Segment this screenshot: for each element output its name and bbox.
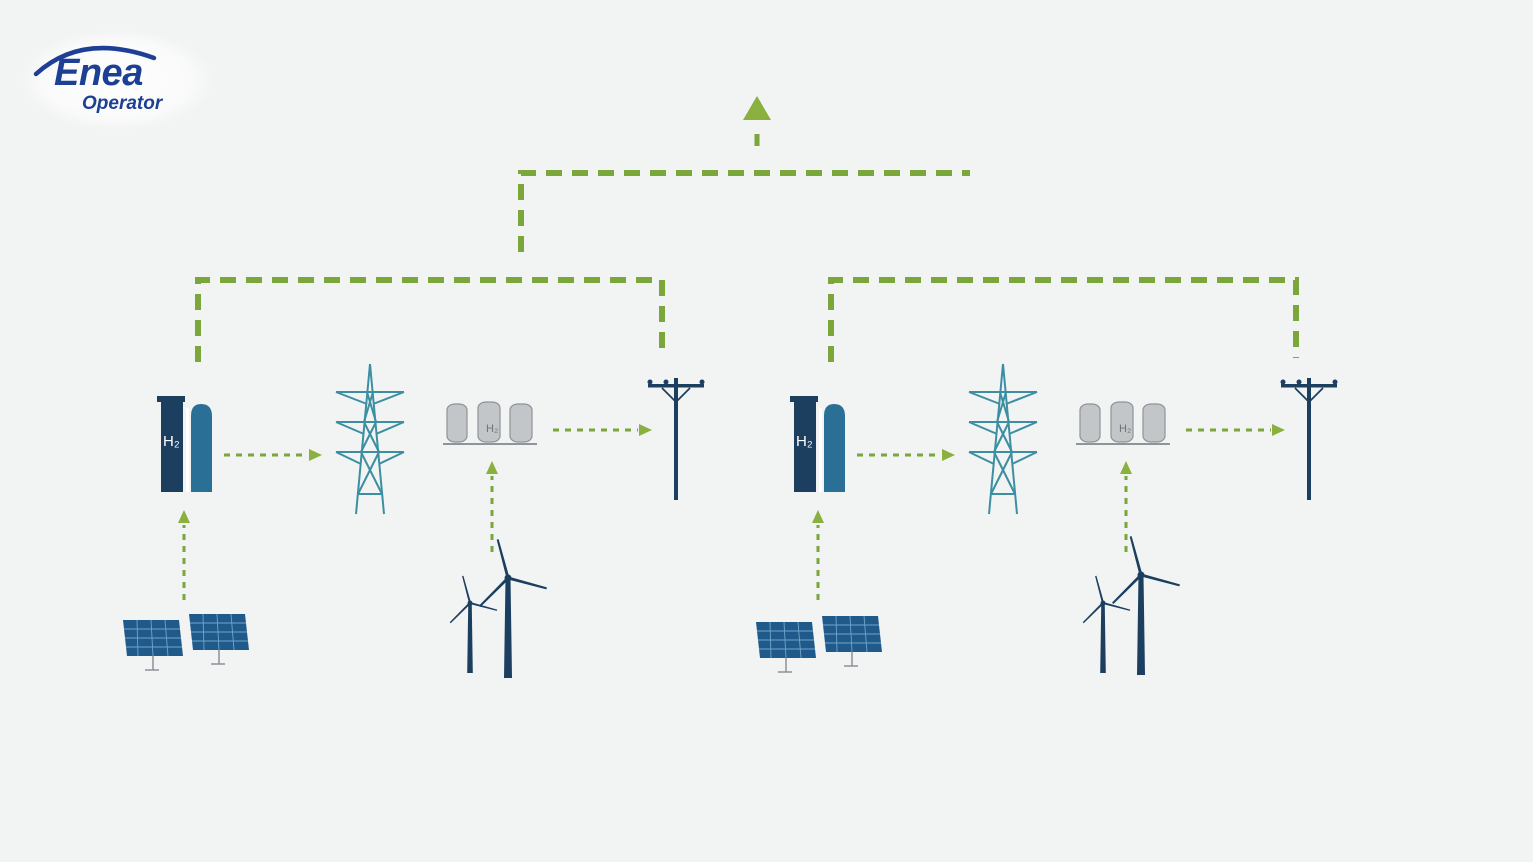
arrow-solar-to-electrolyzer: [812, 510, 824, 600]
transmission-pylon-icon: [968, 363, 1038, 515]
utility-pole-icon: [1279, 377, 1339, 501]
left-cluster-connector-line: [195, 277, 665, 362]
electrolyzer-icon: H₂: [790, 396, 845, 492]
wind-turbines-icon: [449, 538, 548, 678]
right-cluster-connector-line: [828, 277, 1299, 362]
arrow-solar-to-electrolyzer: [178, 510, 190, 600]
electrolyzer-h2-label: H₂: [796, 433, 813, 450]
solar-panels-icon: [755, 615, 883, 673]
hydrogen-storage-icon: H₂: [442, 401, 538, 445]
storage-h2-label: H₂: [1119, 423, 1131, 435]
logo-swoosh-icon: [33, 45, 157, 77]
right-cluster: H₂ H₂: [755, 363, 1339, 675]
hydrogen-storage-icon: H₂: [1075, 401, 1171, 445]
top-connector-line: [518, 170, 970, 252]
arrow-electrolyzer-to-pylon: [224, 449, 322, 461]
logo-subtitle-text: Operator: [82, 93, 163, 114]
electrolyzer-h2-label: H₂: [163, 433, 180, 450]
arrow-storage-to-pole: [553, 424, 652, 436]
arrow-wind-to-storage: [486, 461, 498, 552]
enea-operator-logo: Enea Operator: [22, 30, 212, 130]
electrolyzer-icon: H₂: [157, 396, 212, 492]
arrow-wind-to-storage: [1120, 461, 1132, 552]
top-output-arrow-icon: [743, 96, 771, 152]
solar-panels-icon: [122, 613, 250, 671]
left-cluster: H₂ H₂: [122, 363, 706, 678]
transmission-pylon-icon: [335, 363, 405, 515]
utility-pole-icon: [646, 377, 706, 501]
wind-turbines-icon: [1082, 535, 1181, 675]
logo-brand-text: Enea: [54, 52, 143, 94]
storage-h2-label: H₂: [486, 423, 498, 435]
arrow-electrolyzer-to-pylon: [857, 449, 955, 461]
arrow-storage-to-pole: [1186, 424, 1285, 436]
